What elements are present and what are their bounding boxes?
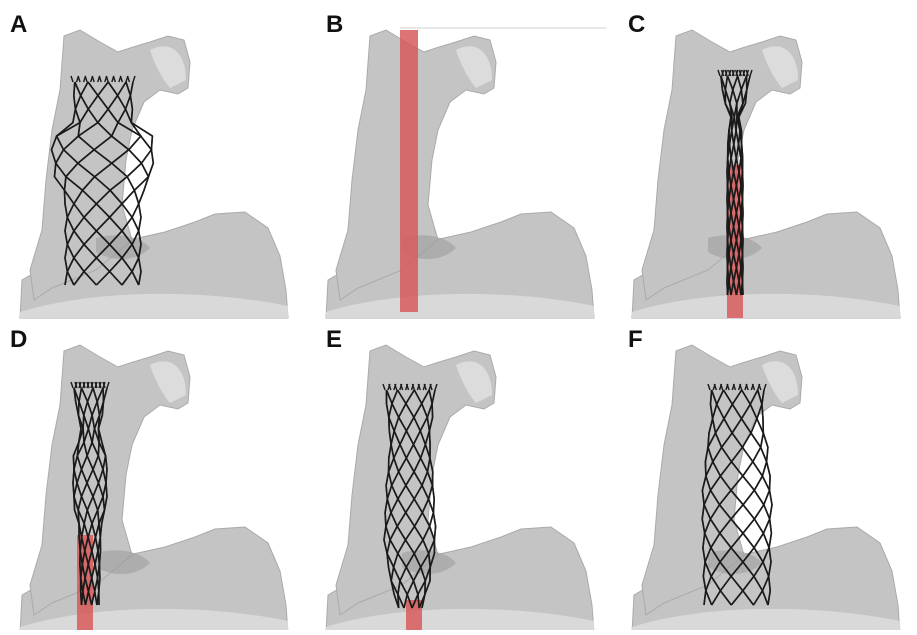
panel-label-e: E xyxy=(326,326,342,353)
panel-label-a: A xyxy=(10,11,27,38)
panel-a xyxy=(20,30,288,318)
panel-label-f: F xyxy=(628,326,643,353)
panel-label-d: D xyxy=(10,326,27,353)
panel-f xyxy=(632,345,900,630)
panel-label-c: C xyxy=(628,11,645,38)
panel-e xyxy=(326,345,594,630)
panel-b xyxy=(326,30,594,318)
panel-label-b: B xyxy=(326,11,343,38)
panel-d xyxy=(20,345,288,630)
panel-c xyxy=(632,30,900,318)
catheter xyxy=(400,30,418,312)
